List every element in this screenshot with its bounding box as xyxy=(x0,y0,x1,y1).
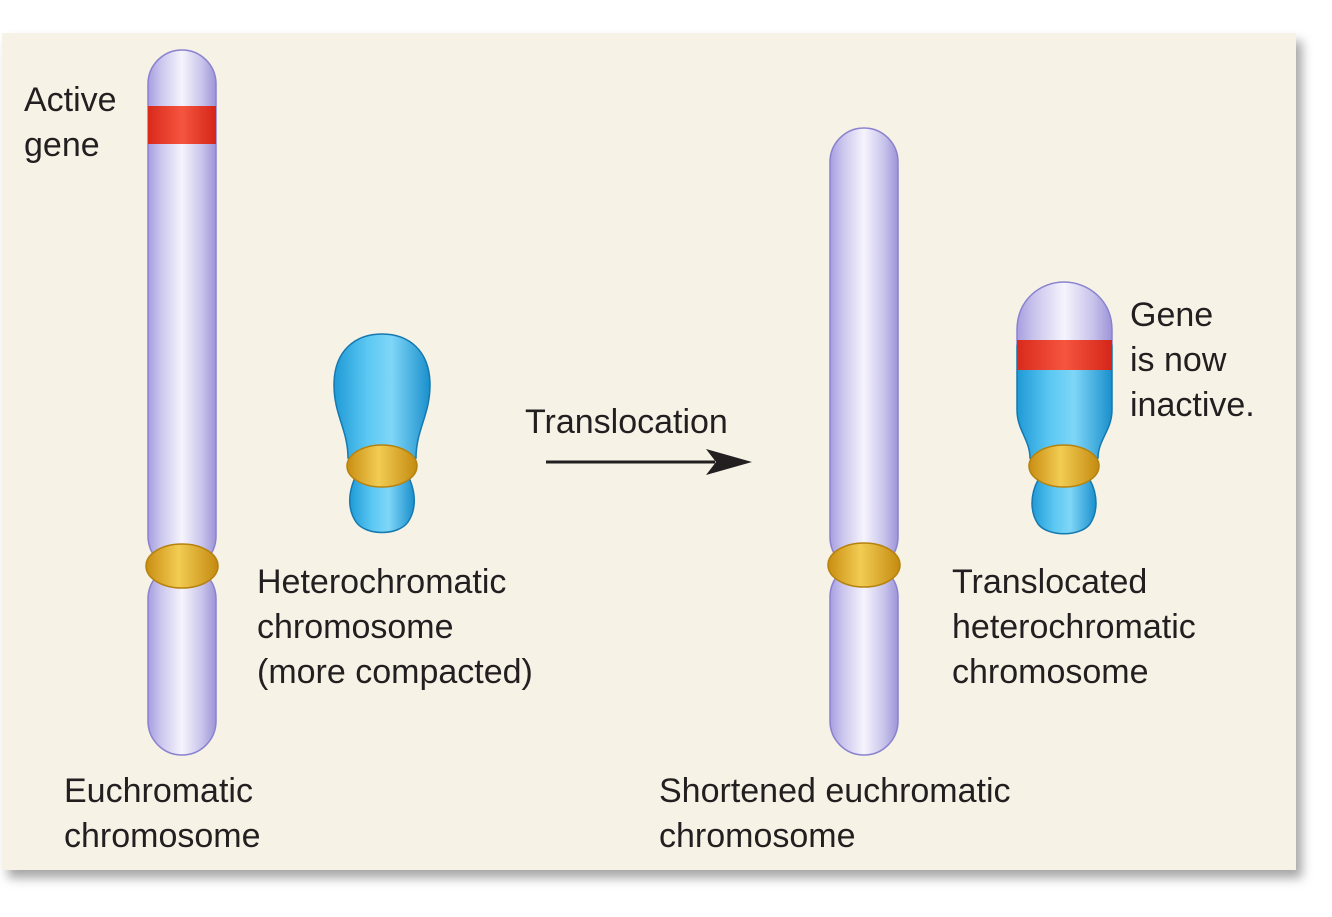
euchromatic-label-line: Euchromatic xyxy=(64,772,253,810)
inactive-gene-band xyxy=(1017,340,1112,370)
gene-inactive-label-line: Gene xyxy=(1130,296,1214,334)
euchromatic-label: Euchromatic chromosome xyxy=(64,769,261,859)
shortened-centromere xyxy=(827,542,901,588)
translocation-label: Translocation xyxy=(525,403,728,441)
heterochromatic-label-line: (more compacted) xyxy=(257,653,533,691)
translocated-label: Translocated heterochromatic chromosome xyxy=(952,560,1196,695)
translocated-heterochromatic-chromosome xyxy=(1016,281,1113,535)
euchromatic-lower-arm xyxy=(147,564,217,756)
translocated-label-line: heterochromatic xyxy=(952,608,1196,646)
gene-inactive-label-line: inactive. xyxy=(1130,386,1255,424)
shortened-label-line: Shortened euchromatic xyxy=(659,772,1011,810)
heterochromatic-label-line: Heterochromatic xyxy=(257,563,507,601)
shortened-upper-arm xyxy=(829,127,899,572)
heterochromatic-label-line: chromosome xyxy=(257,608,454,646)
euchromatic-centromere xyxy=(145,543,219,589)
heterochromatic-upper-arm xyxy=(333,333,431,459)
translocation-arrow xyxy=(546,449,752,475)
active-gene-band xyxy=(148,106,216,144)
shortened-lower-arm xyxy=(829,562,899,756)
active-gene-label-line: gene xyxy=(24,126,100,164)
shortened-label-line: chromosome xyxy=(659,817,856,855)
gene-inactive-label: Gene is now inactive. xyxy=(1130,293,1255,428)
heterochromatic-centromere xyxy=(346,444,418,488)
translocated-label-line: Translocated xyxy=(952,563,1148,601)
translocated-euchromatic-cap xyxy=(1016,281,1113,346)
translocated-label-line: chromosome xyxy=(952,653,1149,691)
euchromatic-label-line: chromosome xyxy=(64,817,261,855)
active-gene-label: Active gene xyxy=(24,78,117,168)
shortened-euchromatic-chromosome xyxy=(827,127,901,756)
heterochromatic-label: Heterochromatic chromosome (more compact… xyxy=(257,560,533,695)
arrow-head xyxy=(706,449,752,475)
translocated-centromere xyxy=(1028,444,1100,488)
active-gene-label-line: Active xyxy=(24,81,117,119)
gene-inactive-label-line: is now xyxy=(1130,341,1227,379)
shortened-label: Shortened euchromatic chromosome xyxy=(659,769,1011,859)
heterochromatic-chromosome xyxy=(333,333,431,534)
euchromatic-chromosome xyxy=(145,49,219,756)
